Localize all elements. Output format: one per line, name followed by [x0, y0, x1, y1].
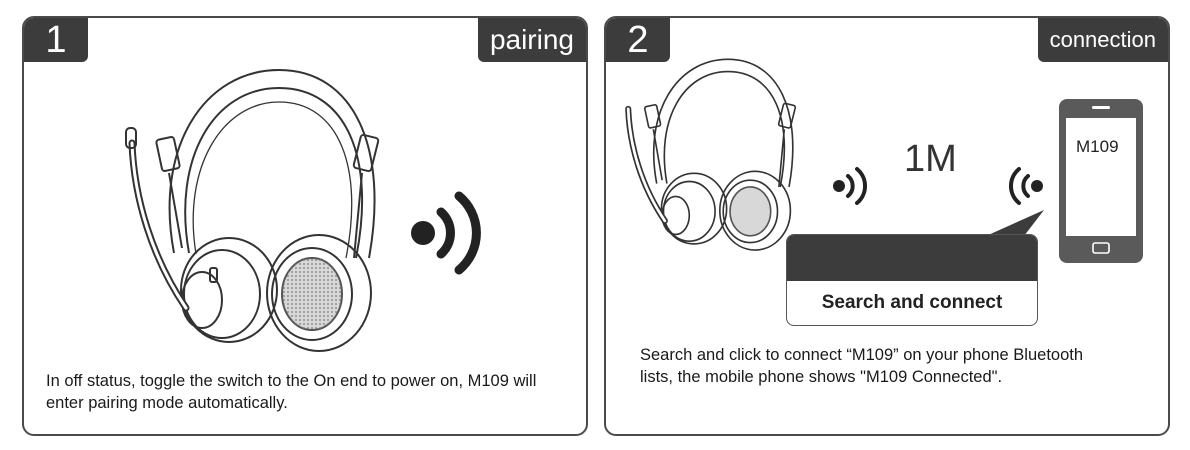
step-2-description: Search and click to connect “M109” on yo… [640, 346, 1084, 386]
popup-pointer [986, 210, 1044, 236]
popup-header-bar [787, 235, 1037, 281]
step-2-panel: 2 connection 1M [604, 16, 1170, 436]
signal-waves-icon [411, 191, 481, 275]
headset-icon [125, 68, 380, 352]
step-1-description: In off status, toggle the switch to the … [46, 372, 537, 412]
step-tag-pairing: pairing [477, 18, 586, 62]
step-number: 1 [24, 18, 88, 62]
signal-waves-icon [1008, 167, 1043, 205]
step-1-panel: 1 pairing [22, 16, 588, 436]
search-connect-popup: Search and connect [786, 234, 1038, 326]
search-connect-label: Search and connect [821, 292, 1003, 313]
headset-icon [625, 58, 797, 251]
distance-label: 1M [904, 138, 957, 180]
signal-waves-icon [833, 167, 868, 205]
step-number: 2 [606, 18, 670, 62]
step-tag-connection: connection [1037, 18, 1168, 62]
phone-screen-device-name: M109 [1076, 137, 1119, 156]
smartphone-icon [1059, 99, 1143, 263]
